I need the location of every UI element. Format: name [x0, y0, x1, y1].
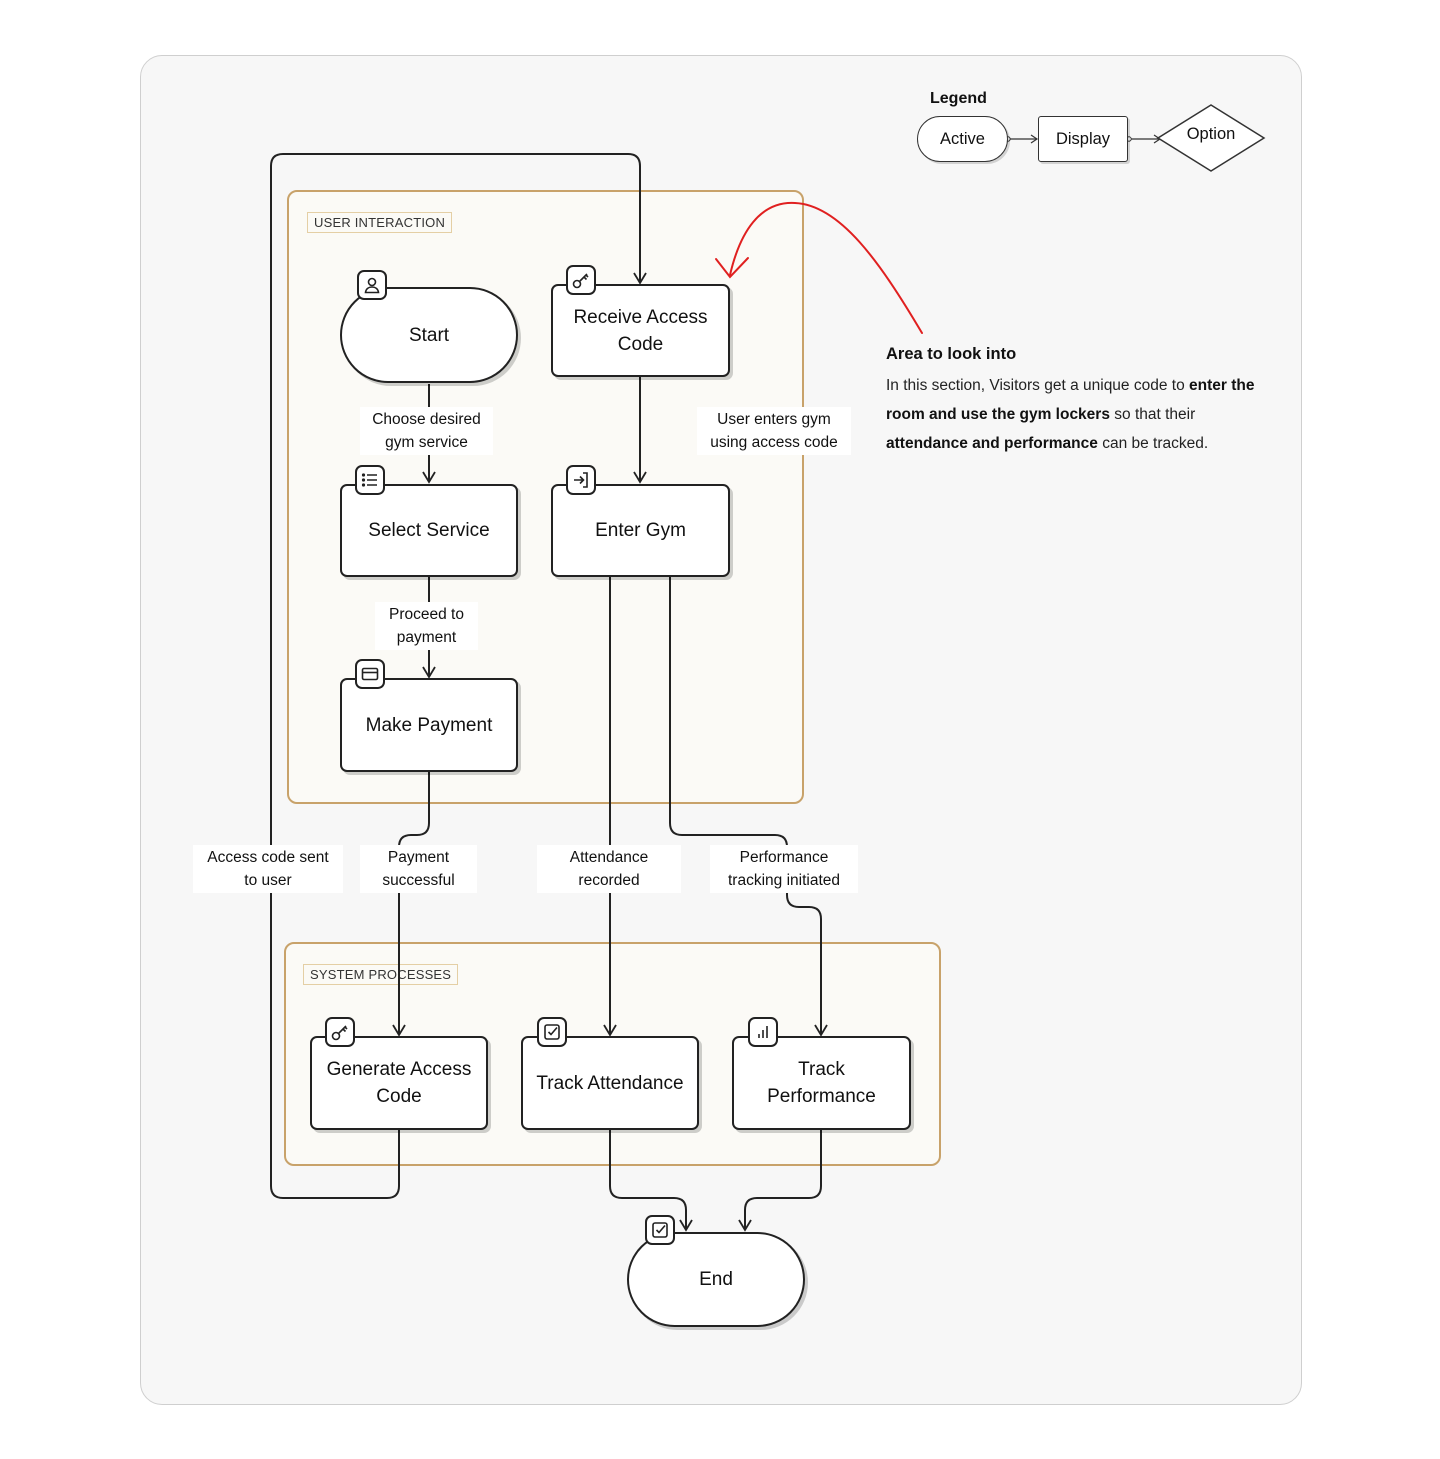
- edge-label-proceed-payment: Proceed to payment: [375, 602, 478, 650]
- node-receive-access-code[interactable]: Receive Access Code: [551, 284, 730, 377]
- legend-option: Option: [1186, 125, 1236, 143]
- list-icon: [355, 465, 385, 495]
- note-bold-2: attendance and performance: [886, 435, 1098, 452]
- user-icon: [357, 270, 387, 300]
- edge-enter-performance: [669, 577, 828, 1037]
- node-track-performance[interactable]: Track Performance: [732, 1036, 911, 1130]
- legend-title: Legend: [930, 90, 987, 107]
- edge-attendance-end: [609, 1130, 693, 1232]
- edge-label-attendance-recorded: Attendance recorded: [537, 845, 681, 893]
- note-body: In this section, Visitors get a unique c…: [886, 371, 1281, 458]
- legend-option-shape: [1156, 104, 1266, 172]
- node-generate-access-code[interactable]: Generate Access Code: [310, 1036, 488, 1130]
- check-square-icon: [537, 1017, 567, 1047]
- edge-generate-receive: [270, 153, 647, 1199]
- legend-active: Active: [917, 116, 1008, 162]
- group-system-processes-label: SYSTEM PROCESSES: [303, 964, 459, 985]
- node-track-attendance[interactable]: Track Attendance: [521, 1036, 699, 1130]
- node-start[interactable]: Start: [340, 287, 518, 383]
- edge-label-choose-service: Choose desired gym service: [360, 407, 493, 455]
- edge-label-user-enters-gym: User enters gym using access code: [697, 407, 851, 455]
- edge-label-performance-tracking: Performance tracking initiated: [710, 845, 858, 893]
- bar-chart-icon: [748, 1017, 778, 1047]
- note-text-3: can be tracked.: [1097, 435, 1209, 452]
- edge-performance-end: [738, 1130, 822, 1232]
- note-text-1: In this section, Visitors get a unique c…: [886, 377, 1190, 394]
- legend-display: Display: [1038, 116, 1128, 162]
- key-icon: [566, 265, 596, 295]
- node-make-payment[interactable]: Make Payment: [340, 678, 518, 772]
- login-icon: [566, 465, 596, 495]
- note-bold-1: enter the room and use the gym lockers: [886, 377, 1255, 423]
- edge-payment-generate: [392, 772, 430, 1037]
- edge-label-payment-successful: Payment successful: [360, 845, 477, 893]
- check-square-icon: [645, 1215, 675, 1245]
- group-user-interaction-label: USER INTERACTION: [307, 212, 453, 233]
- node-select-service[interactable]: Select Service: [340, 484, 518, 577]
- note-title: Area to look into: [886, 345, 1017, 363]
- key-icon: [325, 1017, 355, 1047]
- note-text-2: so that their: [1109, 406, 1196, 423]
- annotation-arrow: [729, 201, 923, 334]
- edge-label-access-code-sent: Access code sent to user: [193, 845, 343, 893]
- node-enter-gym[interactable]: Enter Gym: [551, 484, 730, 577]
- credit-card-icon: [355, 659, 385, 689]
- annotation-arrowhead: [715, 257, 749, 279]
- node-end[interactable]: End: [627, 1232, 805, 1327]
